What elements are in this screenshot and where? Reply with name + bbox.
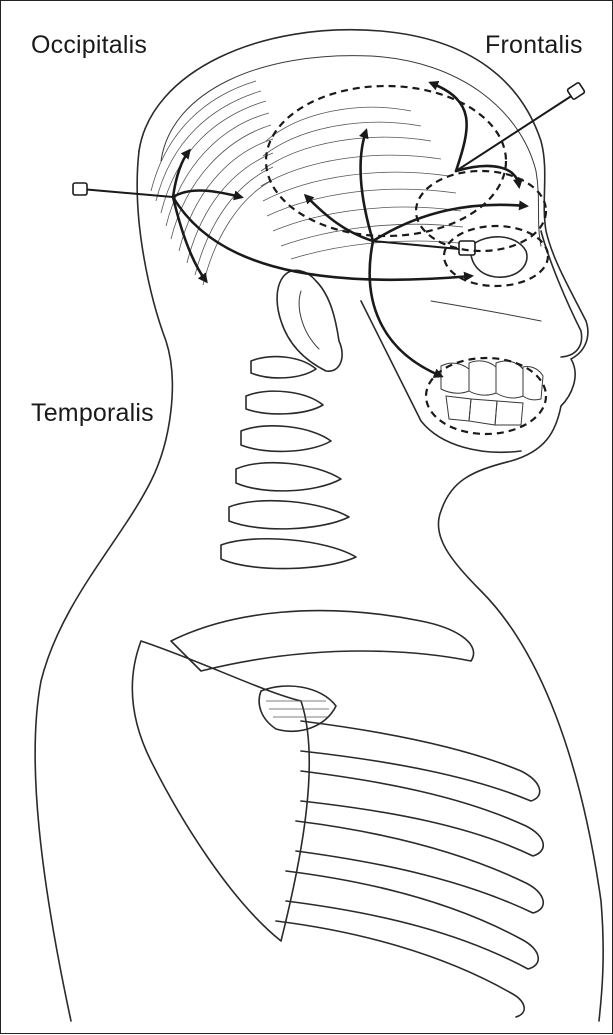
temporalis-label: Temporalis — [31, 399, 154, 428]
occipitalis-muscle — [151, 81, 273, 285]
cervical-spine — [221, 357, 356, 569]
needle-temporalis — [373, 241, 475, 255]
ear — [277, 270, 342, 371]
back-outline — [35, 151, 172, 1021]
clavicle — [171, 611, 474, 671]
needle-frontalis — [456, 82, 585, 171]
frontalis-label: Frontalis — [485, 31, 583, 60]
body-outline — [139, 30, 603, 1021]
teeth — [441, 361, 543, 425]
mouth-zone — [426, 358, 546, 434]
upper-jaw — [431, 301, 541, 321]
skull-outline — [161, 56, 541, 246]
needle-occipitalis — [73, 183, 173, 197]
ribs — [276, 721, 543, 1017]
occipitalis-label: Occipitalis — [31, 31, 147, 60]
eye-orbit — [471, 237, 527, 277]
